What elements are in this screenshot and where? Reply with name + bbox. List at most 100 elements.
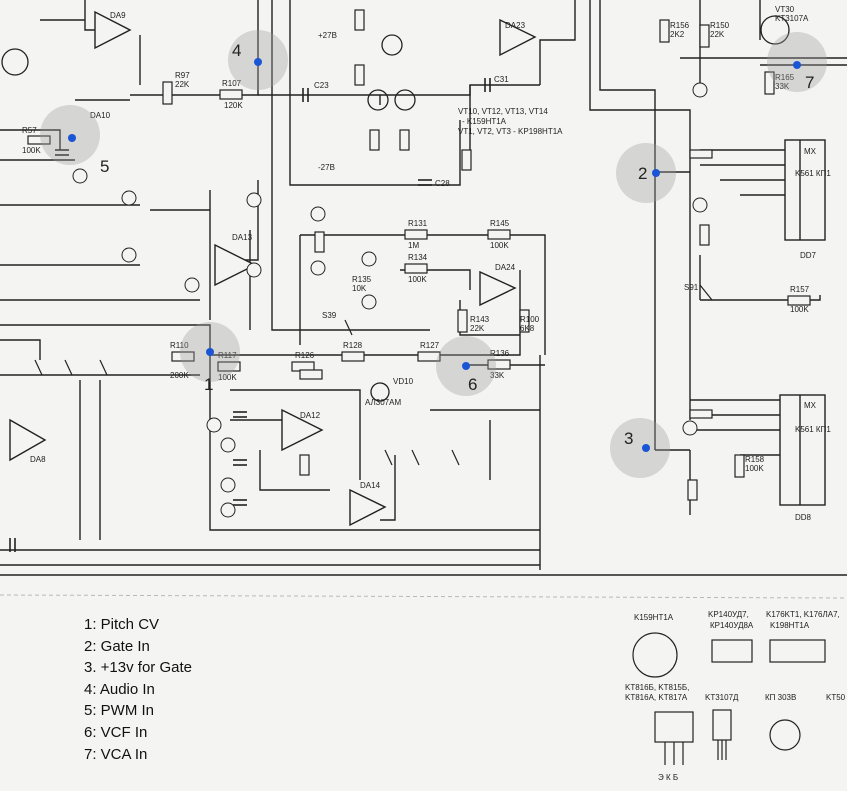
value-r136: 33K bbox=[490, 371, 505, 380]
legend-item-audio-in: 4: Audio In bbox=[84, 680, 155, 698]
transistors bbox=[1, 15, 790, 402]
value-r143: 22K bbox=[470, 324, 485, 333]
op-amps bbox=[9, 10, 537, 527]
pinout-kt50-label: KT50 bbox=[826, 693, 846, 702]
pinout-kt3107-label: KT3107Д bbox=[705, 693, 739, 702]
marker-label: 4 bbox=[232, 41, 241, 60]
pinout-k159-body bbox=[632, 632, 678, 678]
label-r135: R135 bbox=[352, 275, 372, 284]
value-r145: 100K bbox=[490, 241, 509, 250]
label-r131: R131 bbox=[408, 219, 428, 228]
capacitors bbox=[9, 78, 491, 552]
label-r107: R107 bbox=[222, 79, 242, 88]
marker-2[interactable]: 2 bbox=[616, 143, 676, 203]
pinout-kp303-body bbox=[769, 719, 801, 751]
pinout-kr140-label: KP140УД7, bbox=[708, 610, 749, 619]
mux-chips bbox=[779, 139, 826, 506]
label-r143: R143 bbox=[470, 315, 490, 324]
label-da9: DA9 bbox=[110, 11, 126, 20]
jack-legend: 1: Pitch CV 2: Gate In 3. +13v for Gate … bbox=[84, 614, 192, 765]
opamp-da9 bbox=[94, 10, 132, 50]
marker-dot bbox=[68, 134, 76, 142]
label-dd8: DD8 bbox=[795, 513, 812, 522]
pinout-k176-label-2: K198HT1A bbox=[770, 621, 810, 630]
label-r128: R128 bbox=[343, 341, 363, 350]
marker-label: 7 bbox=[805, 73, 814, 92]
schematic-labels: DA9 DA10 DA12 DA13 DA14 DA23 DA24 DA8 DD… bbox=[22, 5, 831, 522]
pinout-k159-label: K159HT1A bbox=[634, 613, 674, 622]
vt-note-1: VT10, VT12, VT13, VT14 bbox=[458, 107, 548, 116]
marker-dot bbox=[462, 362, 470, 370]
vt-note-3: VT1, VT2, VT3 - KP198HT1A bbox=[458, 127, 563, 136]
value-r135: 10K bbox=[352, 284, 367, 293]
value-r117: 100K bbox=[218, 373, 237, 382]
label-r136: R136 bbox=[490, 349, 510, 358]
label-mx-1: MX bbox=[804, 147, 817, 156]
label-r127: R127 bbox=[420, 341, 440, 350]
label-da12: DA12 bbox=[300, 411, 321, 420]
opamp-da24 bbox=[479, 270, 517, 307]
pinout-kt816-label: KT816Б, KT815Б, bbox=[625, 683, 689, 692]
marker-halo bbox=[610, 418, 670, 478]
label-s39: S39 bbox=[322, 311, 337, 320]
marker-6[interactable]: 6 bbox=[436, 336, 496, 396]
value-r157: 100K bbox=[790, 305, 809, 314]
label-r134: R134 bbox=[408, 253, 428, 262]
marker-5[interactable]: 5 bbox=[40, 105, 109, 176]
marker-halo bbox=[616, 143, 676, 203]
label-c23: C23 bbox=[314, 81, 329, 90]
resistors bbox=[27, 9, 811, 501]
marker-4[interactable]: 4 bbox=[228, 30, 288, 90]
marker-3[interactable]: 3 bbox=[610, 418, 670, 478]
value-r107: 120K bbox=[224, 101, 243, 110]
opamp-da23 bbox=[499, 18, 537, 57]
switches bbox=[34, 284, 713, 466]
label-c28: C28 bbox=[435, 179, 450, 188]
label-r97: R97 bbox=[175, 71, 190, 80]
label-da23: DA23 bbox=[505, 21, 526, 30]
label-da24: DA24 bbox=[495, 263, 516, 272]
value-r165: 33K bbox=[775, 82, 790, 91]
pinout-kp303-label: КП 303В bbox=[765, 693, 796, 702]
pinout-kr140-label-2: КР140УД8А bbox=[710, 621, 754, 630]
value-r100: 6K8 bbox=[520, 324, 535, 333]
label-da14: DA14 bbox=[360, 481, 381, 490]
label-minus27: -27B bbox=[318, 163, 335, 172]
legend-item-gate-in: 2: Gate In bbox=[84, 637, 150, 655]
marker-1[interactable]: 1 bbox=[180, 322, 240, 394]
label-r157: R157 bbox=[790, 285, 810, 294]
opamp-da12 bbox=[281, 408, 324, 452]
chip-dd7 bbox=[784, 139, 826, 241]
marker-7[interactable]: 7 bbox=[767, 32, 827, 92]
legend-item-vca-in: 7: VCA In bbox=[84, 745, 148, 763]
label-r156: R156 bbox=[670, 21, 690, 30]
value-r110: 200K bbox=[170, 371, 189, 380]
label-vt30: VT30 bbox=[775, 5, 795, 14]
label-r57: R57 bbox=[22, 126, 37, 135]
value-r156: 2K2 bbox=[670, 30, 685, 39]
pinout-drawings bbox=[632, 632, 826, 765]
wire-network bbox=[0, 0, 847, 576]
power-terminals bbox=[72, 82, 708, 518]
marker-label: 3 bbox=[624, 429, 633, 448]
pinout-kr140-body bbox=[711, 639, 753, 663]
pinout-kt816-label-2: KT816A, KT817A bbox=[625, 693, 688, 702]
legend-item-pitch-cv: 1: Pitch CV bbox=[84, 616, 160, 633]
label-plus27: +27B bbox=[318, 31, 337, 40]
value-r97: 22K bbox=[175, 80, 190, 89]
legend-item-gate-power: 3. +13v for Gate bbox=[84, 659, 192, 677]
led-vd10 bbox=[370, 382, 390, 402]
marker-dot bbox=[642, 444, 650, 452]
label-dd7: DD7 bbox=[800, 251, 817, 260]
value-vt30: KT3107A bbox=[775, 14, 809, 23]
pinout-ekb-label: Э К Б bbox=[658, 773, 678, 782]
label-k561-2: K561 КП1 bbox=[795, 425, 831, 434]
opamp-da13 bbox=[214, 243, 257, 287]
label-r145: R145 bbox=[490, 219, 510, 228]
vt-note-2: - K159HT1A bbox=[462, 117, 507, 126]
pinout-k176-body bbox=[769, 639, 826, 663]
marker-label: 2 bbox=[638, 164, 647, 183]
